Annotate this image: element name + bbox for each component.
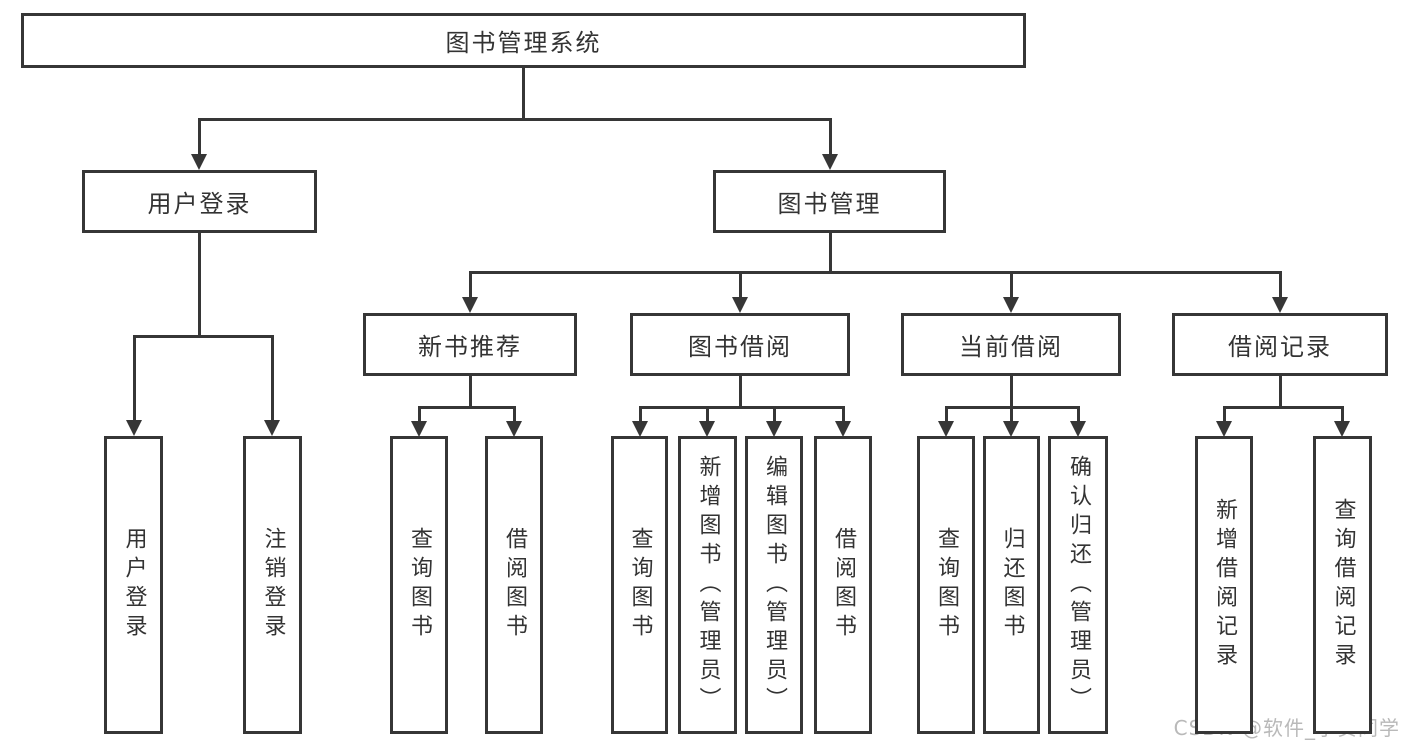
arrow-shaft [271,336,274,424]
arrowhead-down-icon [1272,297,1288,313]
node-add-books-admin: 新增图书（管理员） [678,436,737,734]
node-query-books-recommend: 查询图书 [390,436,448,734]
connector-line [133,335,274,338]
connector-line [198,118,832,121]
arrow-shaft [842,407,845,425]
node-label-root: 图书管理系统 [445,29,602,57]
connector-line [1279,376,1282,407]
node-label-user-login: 用户登录 [147,190,252,218]
node-book-borrowing: 图书借阅 [630,313,850,376]
node-label-book-management: 图书管理 [777,190,882,218]
node-root: 图书管理系统 [21,13,1026,68]
node-label-borrow-books-recommend: 借阅图书 [502,527,527,643]
arrowhead-down-icon [411,421,427,437]
node-label-add-borrow-record: 新增借阅记录 [1212,498,1237,672]
arrowhead-down-icon [1216,421,1232,437]
node-label-logout: 注销登录 [260,527,286,643]
arrowhead-down-icon [1334,421,1350,437]
node-user-login: 用户登录 [82,170,317,233]
arrowhead-down-icon [632,421,648,437]
node-book-management: 图书管理 [713,170,946,233]
arrow-shaft [639,407,642,425]
node-borrow-books: 借阅图书 [814,436,872,734]
arrowhead-down-icon [766,421,782,437]
node-borrowing-records: 借阅记录 [1172,313,1388,376]
connector-line [739,376,742,407]
arrow-shaft [706,407,709,425]
connector-line [829,233,832,272]
node-label-query-borrow-record: 查询借阅记录 [1330,498,1356,672]
node-add-borrow-record: 新增借阅记录 [1195,436,1253,734]
node-label-return-books: 归还图书 [999,527,1025,643]
node-label-borrow-books: 借阅图书 [831,527,856,643]
arrowhead-down-icon [822,154,838,170]
connector-line [1010,376,1013,407]
connector-line [418,406,516,409]
node-edit-books-admin: 编辑图书（管理员） [745,436,803,734]
arrow-shaft [945,407,948,425]
node-label-add-books-admin: 新增图书（管理员） [695,454,721,716]
arrowhead-down-icon [126,420,142,436]
arrow-shaft [739,272,742,301]
node-label-confirm-return-admin: 确认归还（管理员） [1066,454,1091,716]
arrowhead-down-icon [462,297,478,313]
arrow-shaft [469,272,472,301]
arrow-shaft [829,119,832,158]
arrow-shaft [1010,407,1013,425]
arrowhead-down-icon [506,421,522,437]
node-label-query-books-borrowing: 查询图书 [627,527,653,643]
connector-line [469,376,472,407]
arrow-shaft [1223,407,1226,425]
connector-line [198,233,201,336]
arrowhead-down-icon [1070,421,1086,437]
arrow-shaft [773,407,776,425]
arrowhead-down-icon [938,421,954,437]
node-label-query-books-recommend: 查询图书 [407,527,432,643]
arrowhead-down-icon [1003,297,1019,313]
node-query-books-current: 查询图书 [917,436,975,734]
node-label-borrowing-records: 借阅记录 [1228,333,1332,361]
arrowhead-down-icon [264,420,280,436]
arrowhead-down-icon [732,297,748,313]
node-query-books-borrowing: 查询图书 [611,436,668,734]
connector-line [522,68,525,119]
node-label-current-borrowing: 当前借阅 [959,333,1063,361]
arrow-shaft [198,119,201,158]
arrow-shaft [1341,407,1344,425]
node-confirm-return-admin: 确认归还（管理员） [1048,436,1108,734]
node-label-query-books-current: 查询图书 [934,527,959,643]
arrowhead-down-icon [835,421,851,437]
arrowhead-down-icon [191,154,207,170]
arrowhead-down-icon [1003,421,1019,437]
node-logout: 注销登录 [243,436,302,734]
node-new-book-recommend: 新书推荐 [363,313,577,376]
node-label-new-book-recommend: 新书推荐 [418,333,522,361]
node-label-book-borrowing: 图书借阅 [688,333,792,361]
arrow-shaft [418,407,421,425]
node-label-user-login-leaf: 用户登录 [121,527,147,643]
node-current-borrowing: 当前借阅 [901,313,1121,376]
connector-line [639,406,845,409]
arrow-shaft [1077,407,1080,425]
connector-line [469,271,1282,274]
arrow-shaft [1279,272,1282,301]
node-user-login-leaf: 用户登录 [104,436,163,734]
arrow-shaft [1010,272,1013,301]
connector-line [1223,406,1344,409]
arrow-shaft [513,407,516,425]
node-borrow-books-recommend: 借阅图书 [485,436,543,734]
node-query-borrow-record: 查询借阅记录 [1313,436,1372,734]
node-label-edit-books-admin: 编辑图书（管理员） [762,454,787,716]
arrowhead-down-icon [699,421,715,437]
arrow-shaft [133,336,136,424]
node-return-books: 归还图书 [983,436,1040,734]
